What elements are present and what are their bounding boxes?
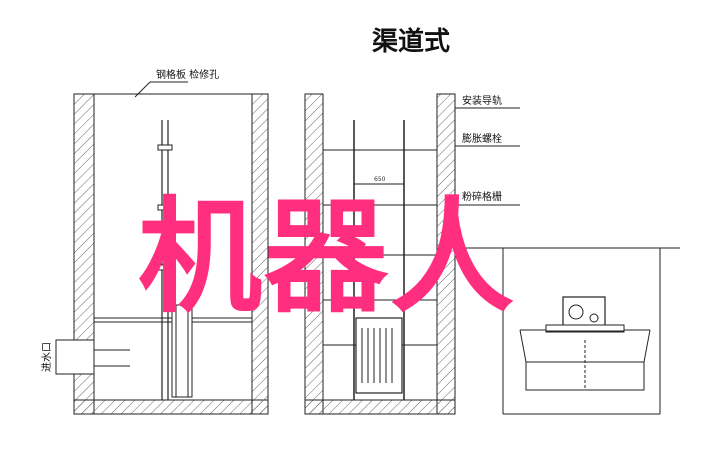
right-section-drawing (455, 247, 680, 415)
dimension-650-label: 650 (374, 176, 386, 183)
grating-access-label: 钢格板 检修孔 (156, 68, 219, 81)
expansion-bolt-label: 膨胀螺栓 (462, 132, 502, 145)
page-title: 渠道式 (372, 26, 450, 57)
inlet-label: 进水口 (41, 342, 53, 372)
left-section-drawing (55, 81, 269, 415)
install-rail-label: 安装导轨 (462, 94, 502, 107)
crusher-grille-label: 粉碎格栅 (462, 190, 502, 203)
watermark-text: 机器人 (138, 186, 516, 330)
middle-section-drawing (304, 93, 520, 415)
